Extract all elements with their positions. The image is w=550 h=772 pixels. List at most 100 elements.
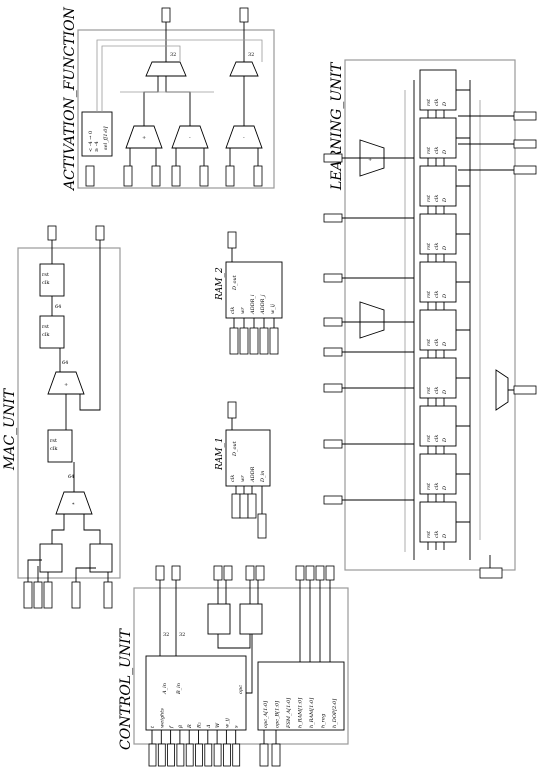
learning-register-clk: clk (434, 243, 440, 250)
activation-width-2: 32 (248, 52, 254, 58)
activation-input-pin-2 (151, 165, 161, 187)
control-output-pin-10 (325, 565, 335, 581)
ram1-output-pin (227, 401, 237, 419)
learning-register-clk: clk (434, 291, 440, 298)
control-width-1: 32 (163, 632, 169, 638)
activation-input-pin-6 (253, 165, 263, 187)
control-input-label: R (187, 724, 193, 729)
ram1-block (225, 429, 271, 487)
learning-register-d: D (442, 534, 448, 539)
learning-register-wires (427, 281, 470, 310)
control-fsm-outputs: opc_A[1:0]opc_B[1:0]FSM_A[1:0]h_RAM[1:0]… (263, 698, 338, 729)
learning-register-rst: rst (426, 434, 432, 442)
control-opcode-register-1 (207, 603, 231, 635)
ram1-wires (231, 418, 263, 514)
ram2-wires (231, 248, 275, 328)
learning-register-clk: clk (434, 339, 440, 346)
learning-side-pin-2 (513, 139, 537, 149)
ram2-label: RAM_2 (215, 267, 225, 301)
activation-sel-pin (85, 165, 95, 187)
mac-op-add: + (64, 382, 68, 388)
learning-subtractor (359, 301, 385, 339)
learning-register-rst: rst (426, 146, 432, 154)
learning-input-pins (323, 153, 414, 505)
control-input-pin (157, 743, 166, 767)
learning-register-wires (427, 425, 470, 454)
mac-width-64a: 64 (55, 304, 61, 310)
mac-width-64c: 64 (68, 474, 74, 480)
learning-register (419, 213, 457, 255)
mac-reg3-rst: rst (50, 438, 57, 444)
control-input-pin (167, 743, 176, 767)
learning-register-d: D (442, 486, 448, 491)
activation-unit-frame (77, 29, 275, 189)
learning-register-clk: clk (434, 387, 440, 394)
ram1-dout: D_out (232, 440, 238, 457)
ram2-dout: D_out (232, 274, 238, 291)
learning-grey-bus (404, 90, 481, 552)
control-output-pin-6 (255, 565, 265, 581)
ram1-wr: wr (240, 475, 246, 482)
learning-register (419, 309, 457, 351)
learning-register-d: D (442, 246, 448, 251)
mac-input-pin-5 (103, 581, 113, 609)
mac-unit-frame (17, 247, 121, 579)
control-output-pin-bin (171, 565, 181, 581)
control-input-label: Δ (206, 724, 212, 729)
ram2-wr: wr (240, 307, 246, 314)
ram2-clk: clk (230, 307, 236, 314)
control-input-pin (232, 743, 241, 767)
control-input-label: s (234, 725, 240, 728)
control-fsm-label: h_RAM[1:0] (298, 698, 304, 728)
learning-input-pin (323, 347, 343, 357)
ram2-pin-wr (239, 327, 249, 355)
activation-op-2: - (189, 135, 191, 141)
control-input-label: W (215, 722, 221, 728)
control-bin-label: B_in (176, 683, 182, 695)
control-input-label: R₂ (197, 722, 203, 729)
learning-side-wires (458, 115, 514, 391)
control-fsm-block (257, 661, 345, 731)
control-input-label: t (150, 725, 156, 728)
learning-register-rst: rst (426, 290, 432, 298)
mac-reg2-rst: rst (42, 324, 49, 330)
ram2-output-pin (227, 231, 237, 249)
learning-register-clk: clk (434, 483, 440, 490)
learning-register-wires (427, 137, 470, 166)
activation-subtractor-2 (225, 125, 263, 149)
learning-register-clk: clk (434, 195, 440, 202)
learning-register-clk: clk (434, 435, 440, 442)
learning-op-1: + (368, 157, 372, 163)
mac-output-pin-2 (95, 225, 105, 241)
mac-input-pin-3 (43, 581, 53, 609)
activation-output-mux-2 (229, 61, 259, 77)
learning-register-wires (427, 329, 470, 358)
learning-register-d: D (442, 342, 448, 347)
learning-side-pin-1 (513, 111, 537, 121)
mac-unit-label: MAC_UNIT (2, 387, 18, 471)
activation-unit-label: ACTIVATION_FUNCTION (62, 6, 78, 192)
mac-unit: MAC_UNIT rst clk rst clk + rst clk * 64 … (2, 225, 121, 609)
control-opcode-register-2 (239, 603, 263, 635)
mac-product-register (47, 429, 73, 463)
control-output-pin-9 (315, 565, 325, 581)
mac-reg1-clk: clk (42, 280, 50, 286)
ram2-pin-wij (269, 327, 279, 355)
learning-register-rst: rst (426, 386, 432, 394)
activation-width-1: 32 (170, 52, 176, 58)
control-output-pin-8 (305, 565, 315, 581)
ram1-pin-din (257, 513, 267, 539)
control-bottom-pin (259, 743, 269, 767)
control-output-pin-7 (295, 565, 305, 581)
activation-op-1: + (142, 135, 146, 141)
control-bottom-pin (271, 743, 281, 767)
activation-input-pin-1 (123, 165, 133, 187)
control-fsm-label: h_RAM[1:0] (309, 698, 315, 728)
learning-unit-label: LEARNING_UNIT (329, 61, 345, 191)
learning-input-pin (323, 439, 343, 449)
learning-register-rst: rst (426, 194, 432, 202)
ram2-addr-j: ADDR_j (260, 294, 266, 315)
mac-output-pin-1 (47, 225, 57, 241)
learning-register-rst: rst (426, 98, 432, 106)
